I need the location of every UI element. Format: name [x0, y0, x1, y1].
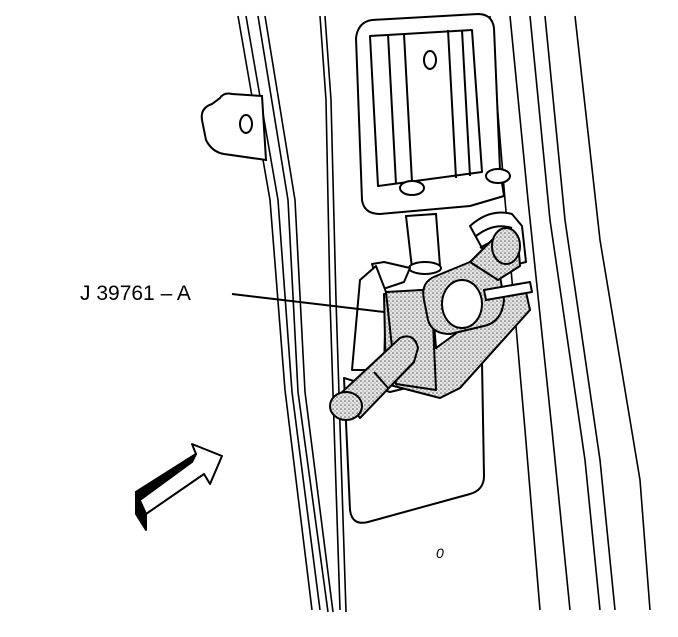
striker-tab — [200, 92, 268, 162]
hinge-pin — [404, 212, 442, 275]
callout-leader — [231, 293, 385, 313]
panel-mark: 0 — [436, 545, 444, 561]
view-direction-arrow-icon — [135, 443, 223, 531]
tool-callout-label: J 39761 – A — [80, 282, 191, 305]
tool-j39761a — [329, 227, 533, 421]
upper-hinge-bracket — [355, 13, 511, 215]
